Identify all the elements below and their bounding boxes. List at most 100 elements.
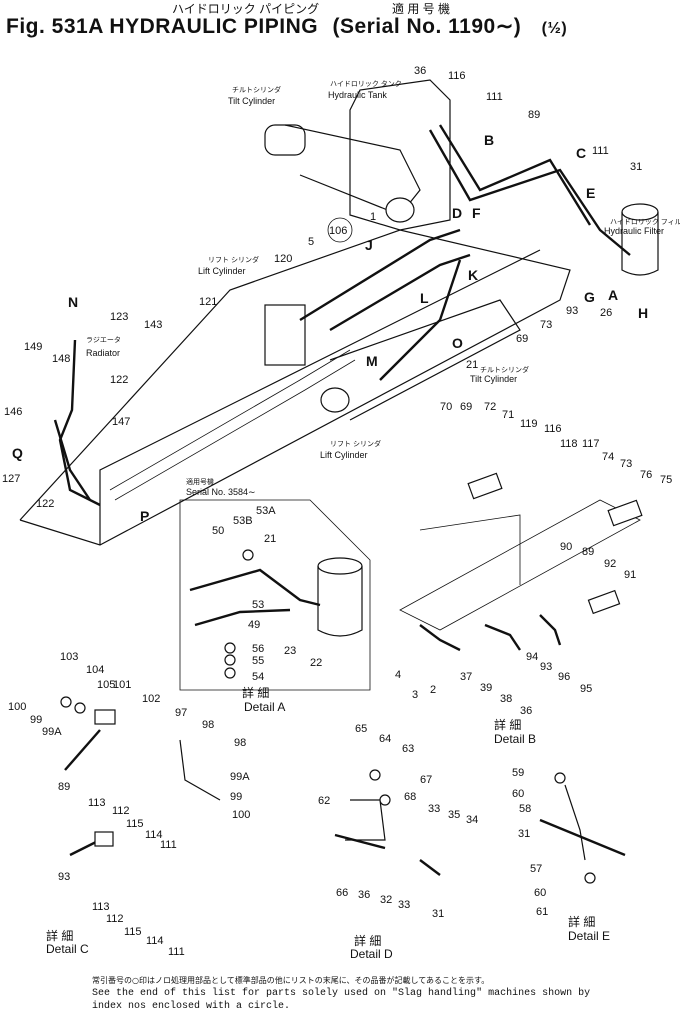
tilt-cyl2-jp: チルトシリンダ [480,365,529,374]
title-japanese: ハイドロリック パイピング [172,2,320,16]
pn-21: 21 [466,359,478,371]
pn-e-57: 57 [530,863,542,875]
pn-c-100: 100 [8,701,26,713]
pn-b-36: 36 [520,705,532,717]
pn-b-39: 39 [480,682,492,694]
pn-122b: 122 [36,498,54,510]
pipe-d-31 [419,859,441,876]
detail-a-frame [179,499,371,691]
pn-a-49: 49 [248,619,260,631]
radiator-label: Radiator [86,348,120,358]
pipe-4 [329,253,471,332]
lift-cylinder-right [329,299,521,421]
pn-d-62: 62 [318,795,330,807]
detail-b-bracket [419,514,521,585]
pn-b-71: 71 [502,409,514,421]
detail-d-jp: 詳 細 [354,933,381,948]
pn-a-54: 54 [252,671,264,683]
bracket-97 [179,739,221,801]
detail-c: 103 104 105 101 102 100 99 99A 97 98 98 … [8,651,250,958]
pipe-d-36 [334,833,386,850]
tilt-cyl-jp: チルトシリンダ [232,85,281,94]
arrow-D: D [452,205,462,221]
hydraulic-tank [349,79,451,231]
pn-c-100b: 100 [232,809,250,821]
arrow-N: N [68,294,78,310]
pn-e-59: 59 [512,767,524,779]
pn-31: 31 [630,161,642,173]
pn-d-32: 32 [380,894,392,906]
pn-a-55: 55 [252,655,264,667]
main-assembly: 36 116 111 89 111 31 106 120 5 121 143 1… [2,65,680,546]
pn-149: 149 [24,341,42,353]
arrow-A: A [608,287,618,303]
washer-100 [60,696,72,708]
pn-73: 73 [540,319,552,331]
pn-b-118: 118 [560,438,578,450]
lift-cyl2-label: Lift Cylinder [320,450,368,460]
pn-d-63: 63 [402,743,414,755]
elbow-37 [484,623,521,651]
pn-b-73: 73 [620,458,632,470]
pn-b-76: 76 [640,469,652,481]
pn-147: 147 [112,416,130,428]
pn-b-92: 92 [604,558,616,570]
radiator-jp: ラジエータ [86,335,121,344]
pn-d-31: 31 [432,908,444,920]
pn-d-64: 64 [379,733,391,745]
pn-c-89: 89 [58,781,70,793]
pn-b-116: 116 [544,423,562,435]
pn-122: 122 [110,374,128,386]
arrow-O: O [452,335,463,351]
pn-c-114b: 114 [146,935,164,947]
pn-a-53b: 53B [233,515,253,527]
pn-b-37: 37 [460,671,472,683]
pn-c-103: 103 [60,651,78,663]
pn-a-22: 22 [310,657,322,669]
footnote-jp: 常引番号の○印はノロ処理用部品として標準部品の他にリストの末尾に、その品番が記載… [92,976,490,985]
pn-a-50: 50 [212,525,224,537]
pn-a-21: 21 [264,533,276,545]
figure-title: Fig. 531A HYDRAULIC PIPING (Serial No. 1… [6,14,567,39]
arrow-L: L [420,290,429,306]
arrow-G: G [584,289,595,305]
pn-c-102: 102 [142,693,160,705]
pn-b-69: 69 [460,401,472,413]
arrow-F: F [472,205,481,221]
detail-d-label: Detail D [350,947,393,961]
elbow-3 [419,624,461,652]
pn-1: 1 [370,211,376,223]
pn-d-33b: 33 [398,899,410,911]
pn-c-112b: 112 [106,913,124,925]
pn-89: 89 [528,109,540,121]
pn-b-2: 2 [430,684,436,696]
frame-outline [19,229,571,546]
flange-89 [587,589,621,615]
hyd-tank-label: Hydraulic Tank [328,90,387,100]
pn-c-115: 115 [126,818,144,830]
arrow-C: C [576,145,586,161]
pipe-2 [438,124,592,226]
pn-111b: 111 [592,145,609,157]
detail-b-jp: 詳 細 [494,717,521,732]
pn-e-31: 31 [518,828,530,840]
lift-cyl-label: Lift Cylinder [198,266,246,276]
pn-b-91: 91 [624,569,636,581]
flange-69 [467,472,503,500]
pn-b-95: 95 [580,683,592,695]
pn-d-68: 68 [404,791,416,803]
pn-d-34: 34 [466,814,478,826]
flange-c-89 [94,709,116,725]
detail-c-label: Detail C [46,942,89,956]
elbow-94 [539,614,562,646]
lift-cyl-jp: リフト シリンダ [208,255,259,264]
pn-c-104: 104 [86,664,104,676]
frame-member [99,249,541,545]
detail-b: 70 69 72 71 119 116 118 117 74 73 76 75 … [395,401,672,746]
pn-120: 120 [274,253,292,265]
pn-b-89: 89 [582,546,594,558]
detail-a-jp: 詳 細 [242,685,269,700]
hydraulic-filter-body [621,212,659,276]
tilt-cyl-label: Tilt Cylinder [228,96,275,106]
hyd-tank-jp: ハイドロリック タンク [330,79,402,88]
